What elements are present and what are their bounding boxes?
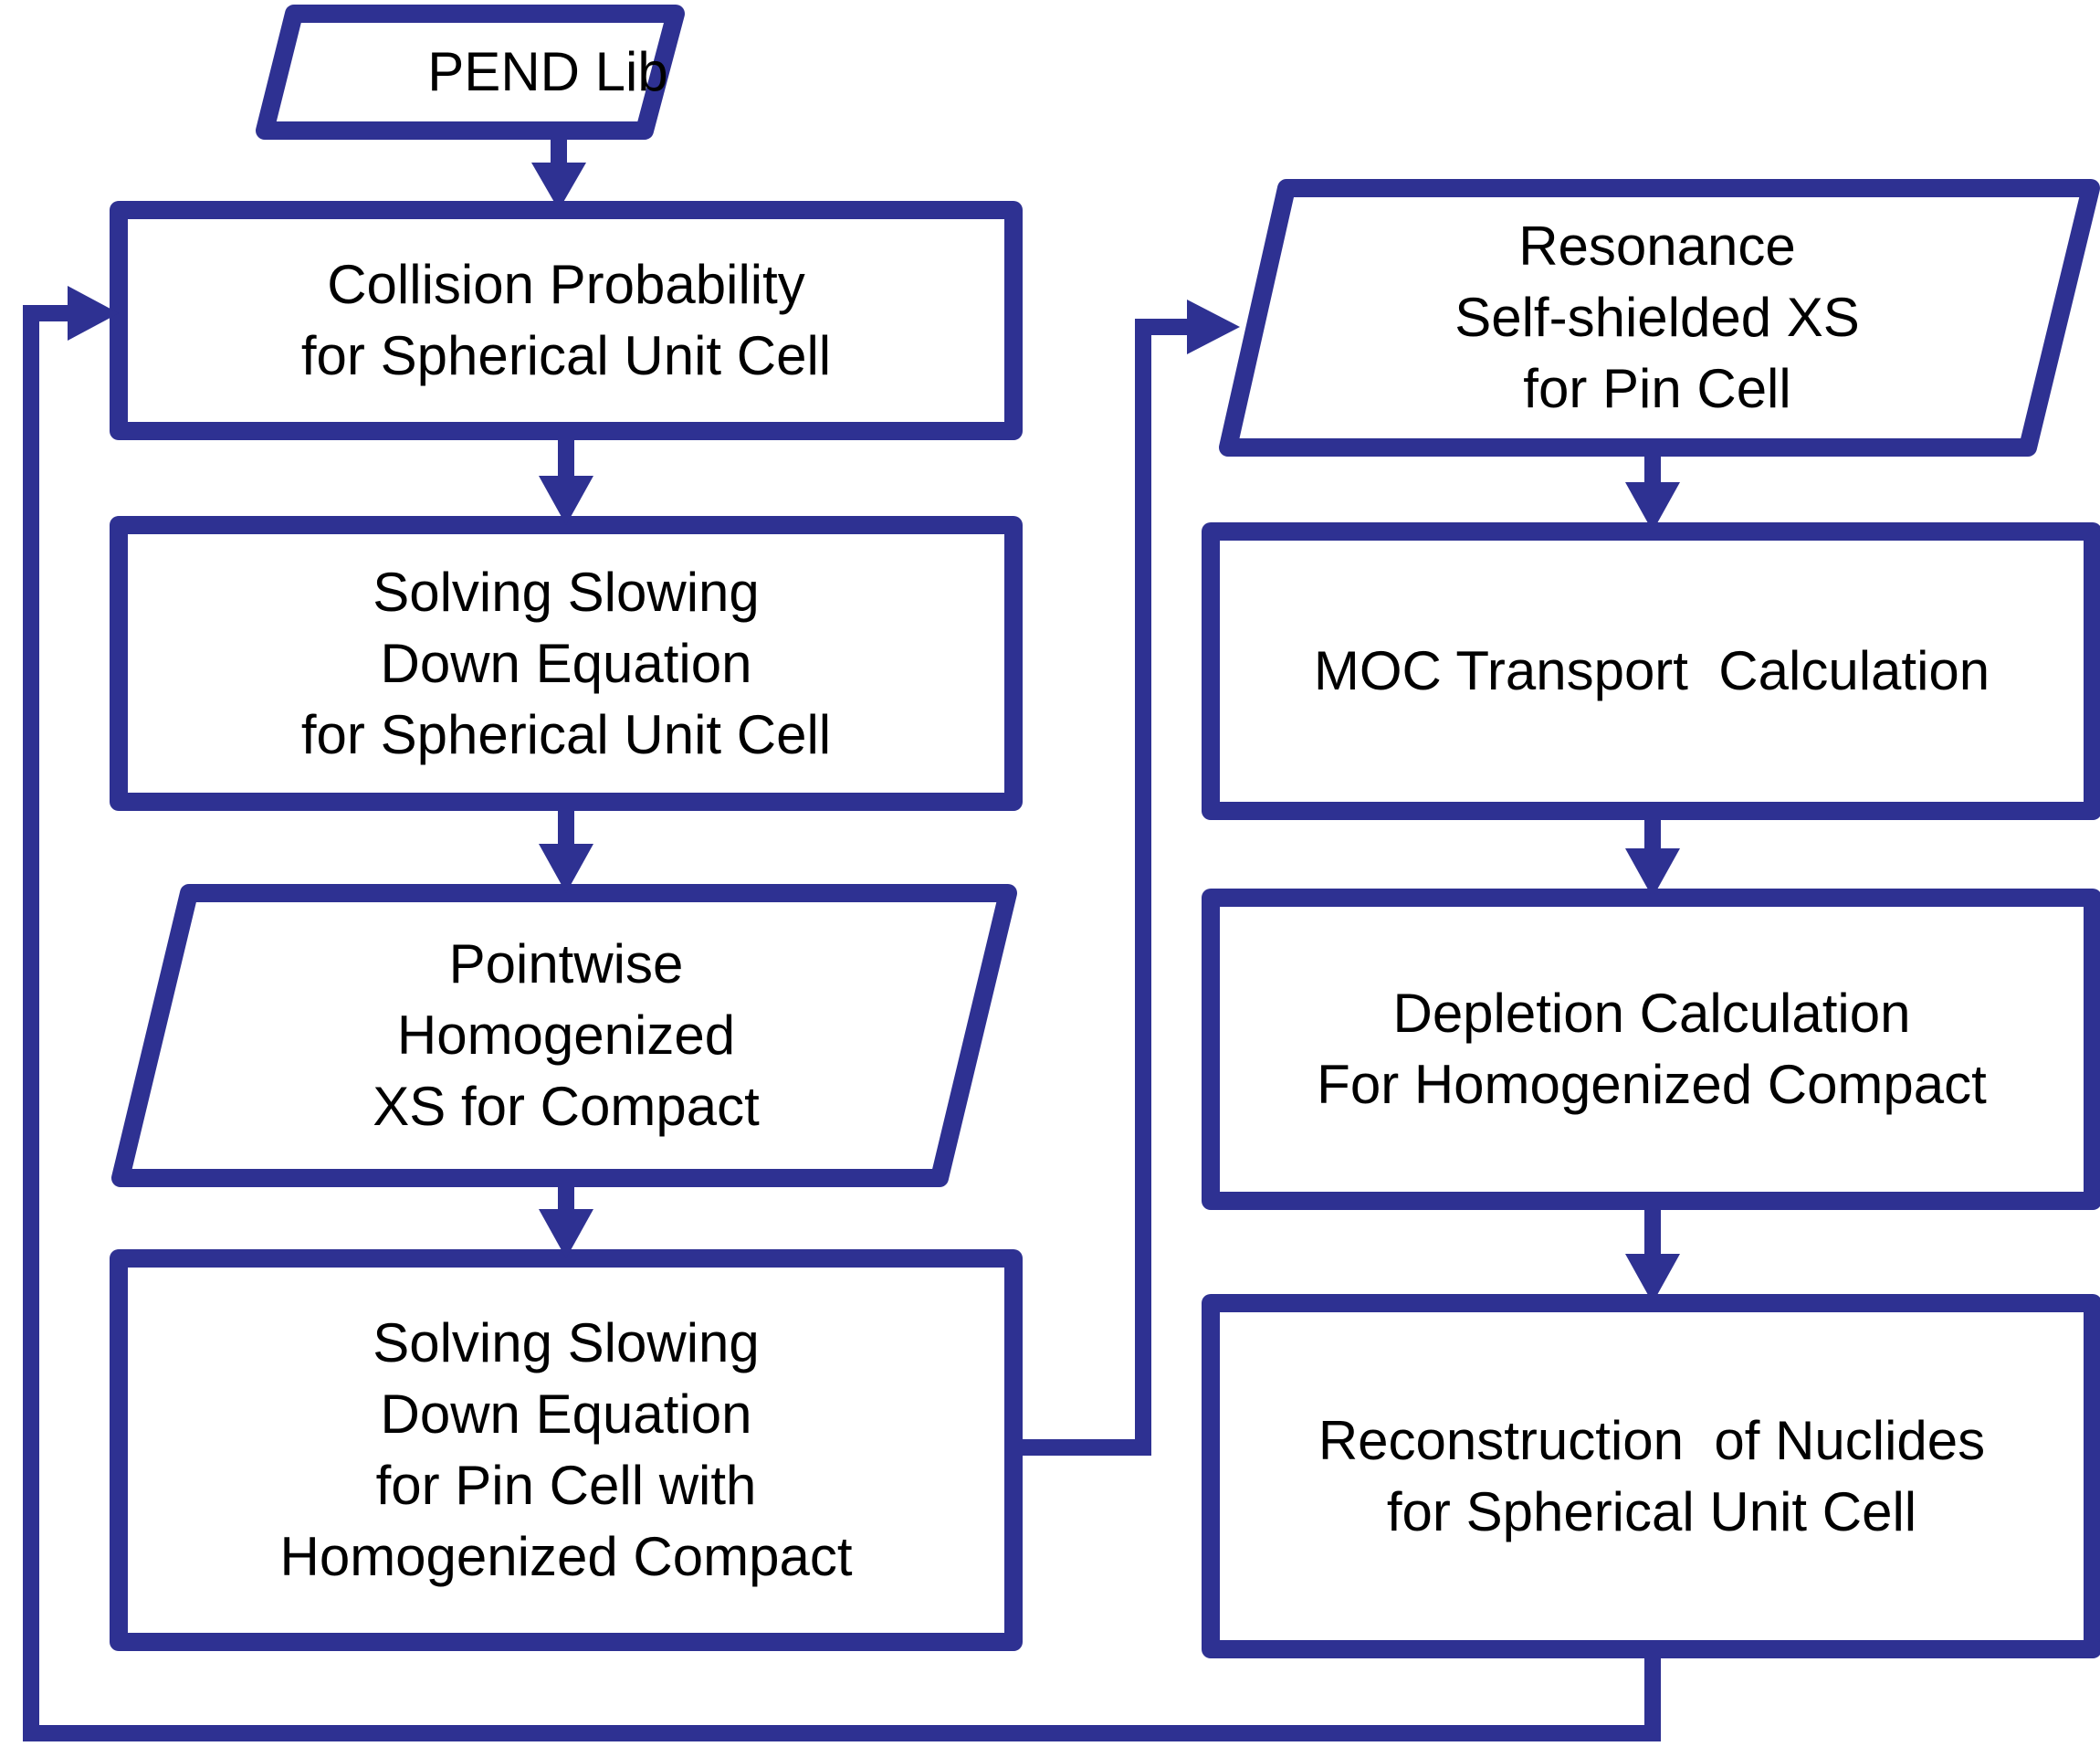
reconstruction-nuclides-line: for Spherical Unit Cell — [1386, 1480, 1917, 1542]
reconstruction-nuclides-line: Reconstruction of Nuclides — [1318, 1409, 1986, 1471]
arrow-depletion-to-reconstruction-head — [1625, 1254, 1680, 1303]
arrow-pincell-to-resonance-head — [1187, 300, 1240, 354]
slowing-down-spherical-label: Solving Slowing Down Equation for Spheri… — [128, 534, 1004, 793]
pend-lib-label: PEND Lib — [274, 18, 822, 126]
resonance-self-shielded-xs-label: Resonance Self-shielded XS for Pin Cell — [1237, 197, 2077, 438]
slowing-down-spherical-line: Solving Slowing — [373, 561, 760, 623]
slowing-down-spherical-line: for Spherical Unit Cell — [300, 703, 832, 765]
reconstruction-nuclides-label: Reconstruction of Nuclides for Spherical… — [1220, 1312, 2084, 1640]
slowing-down-pin-cell-line: Homogenized Compact — [279, 1526, 853, 1587]
pointwise-homogenized-xs-line: XS for Compact — [373, 1076, 760, 1137]
pend-lib-line: PEND Lib — [427, 41, 668, 102]
depletion-calculation-line: For Homogenized Compact — [1317, 1054, 1987, 1115]
slowing-down-pin-cell-line: for Pin Cell with — [375, 1455, 757, 1516]
collision-probability-line: Collision Probability — [327, 254, 805, 315]
resonance-self-shielded-xs-line: Self-shielded XS — [1454, 287, 1860, 348]
moc-transport-line: MOC Transport Calculation — [1313, 640, 1990, 701]
moc-transport-label: MOC Transport Calculation — [1220, 541, 2084, 802]
resonance-self-shielded-xs-shape — [1219, 179, 2100, 457]
arrow-moc-to-depletion-head — [1625, 848, 1680, 898]
arrow-pincell-to-resonance-line — [1013, 319, 1189, 1456]
pointwise-homogenized-xs-label: Pointwise Homogenized XS for Compact — [128, 902, 1004, 1169]
depletion-calculation-label: Depletion Calculation For Homogenized Co… — [1220, 907, 2084, 1192]
arrow-collision-to-slowing1-head — [539, 476, 593, 525]
slowing-down-spherical-line: Down Equation — [380, 632, 752, 694]
collision-probability-label: Collision Probability for Spherical Unit… — [128, 219, 1004, 422]
arrow-resonance-to-moc-head — [1625, 482, 1680, 531]
pointwise-homogenized-xs-shape — [111, 884, 1017, 1187]
slowing-down-pin-cell-line: Solving Slowing — [373, 1312, 760, 1373]
collision-probability-line: for Spherical Unit Cell — [300, 325, 832, 386]
pend-lib-shape — [256, 5, 685, 140]
pointwise-homogenized-xs-line: Homogenized — [396, 1005, 736, 1066]
depletion-calculation-line: Depletion Calculation — [1392, 983, 1911, 1044]
resonance-self-shielded-xs-line: Resonance — [1518, 216, 1796, 277]
pointwise-homogenized-xs-line: Pointwise — [448, 933, 684, 994]
arrow-pend-to-collision-head — [531, 163, 586, 210]
arrow-pointwise-to-pincell-head — [539, 1209, 593, 1258]
arrow-slowing1-to-pointwise-head — [539, 844, 593, 893]
slowing-down-pin-cell-label: Solving Slowing Down Equation for Pin Ce… — [128, 1268, 1004, 1633]
feedback-loop-head — [68, 286, 119, 341]
feedback-loop-line — [23, 305, 1661, 1741]
slowing-down-pin-cell-line: Down Equation — [380, 1384, 752, 1445]
resonance-self-shielded-xs-line: for Pin Cell — [1523, 358, 1791, 419]
